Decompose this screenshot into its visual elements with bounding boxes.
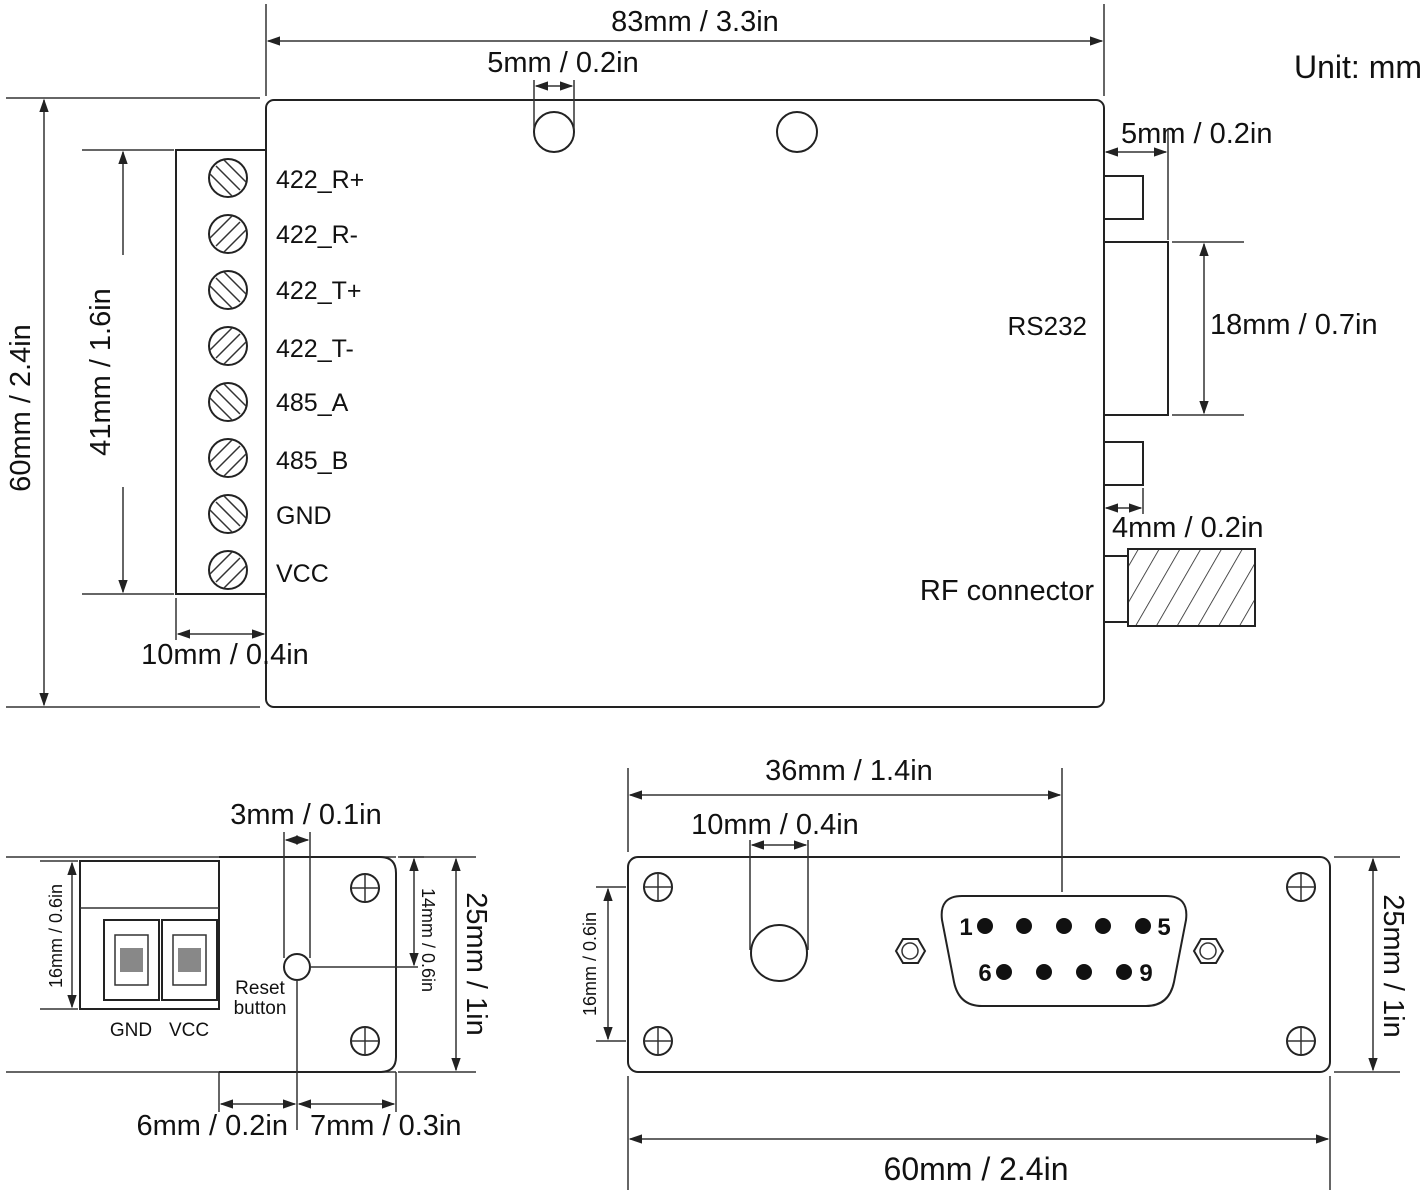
- reset-button: [283, 953, 311, 981]
- right-bottom-label: 4mm / 0.2in: [1112, 512, 1264, 544]
- db9-pin: [977, 918, 993, 934]
- screw-hole-icon: [643, 1026, 673, 1056]
- terminal-height-label: 41mm / 1.6in: [85, 288, 117, 456]
- mounting-hole: [533, 111, 575, 153]
- rf-connector-label: RF connector: [920, 575, 1094, 607]
- label-backdrop: [88, 255, 124, 487]
- screw-hole-icon: [643, 872, 673, 902]
- terminal-gnd-socket: [103, 919, 160, 1001]
- terminal-vcc-contact: [178, 948, 201, 972]
- db9-pin: [1095, 918, 1111, 934]
- screw-terminal: [208, 158, 248, 198]
- screw-hole-icon: [1286, 1026, 1316, 1056]
- top-width-label: 83mm / 3.3in: [611, 6, 779, 38]
- right-hole-label: 10mm / 0.4in: [691, 809, 859, 841]
- top-view: 83mm / 3.3in 5mm / 0.2in 60mm / 2.4in 41…: [2, 4, 1398, 708]
- right-side-width-label: 60mm / 2.4in: [884, 1151, 1069, 1187]
- pin-label: 422_T+: [276, 277, 362, 305]
- db9-pin: [1076, 964, 1092, 980]
- hex-nut-icon: [894, 938, 927, 964]
- rs232-height-label: 18mm / 0.7in: [1210, 309, 1378, 341]
- top-height-label: 60mm / 2.4in: [5, 324, 37, 492]
- screw-terminal: [208, 438, 248, 478]
- rf-connector-base: [1103, 555, 1129, 623]
- offset-label: 36mm / 1.4in: [765, 755, 933, 787]
- terminal-vcc-socket: [161, 919, 218, 1001]
- pin-label: 422_R-: [276, 221, 358, 249]
- screw-terminal: [208, 214, 248, 254]
- terminal-side-height-label: 16mm / 0.6in: [46, 884, 66, 988]
- gnd-label: GND: [110, 1020, 152, 1041]
- right-top-label: 5mm / 0.2in: [1121, 118, 1273, 150]
- pin-label: 485_B: [276, 447, 348, 475]
- db9-pin-5-label: 5: [1157, 914, 1170, 941]
- terminal-gnd-contact: [120, 948, 143, 972]
- top-hole-label: 5mm / 0.2in: [487, 47, 639, 79]
- hole-height-label: 14mm / 0.6in: [418, 888, 438, 992]
- label-backdrop: [680, 812, 870, 840]
- db9-pin: [1116, 964, 1132, 980]
- db9-pin-1-label: 1: [959, 914, 972, 941]
- left-side-view: GND VCC 16mm / 0.6in 3mm / 0.1in Reset b…: [6, 799, 492, 1142]
- bottom-right-label: 7mm / 0.3in: [310, 1110, 462, 1142]
- end-plate: [219, 856, 397, 1073]
- db9-pin: [996, 964, 1012, 980]
- pin-label: VCC: [276, 560, 329, 588]
- db9-pin: [1135, 918, 1151, 934]
- unit-label: Unit: mm: [1294, 49, 1422, 85]
- db9-connector: 1 5 6 9: [894, 895, 1225, 1007]
- pin-label: 422_T-: [276, 335, 354, 363]
- connector-standoff: [1103, 441, 1144, 486]
- connector-standoff: [1103, 175, 1144, 220]
- db9-pin: [1036, 964, 1052, 980]
- screw-terminal: [208, 326, 248, 366]
- screw-terminal: [208, 270, 248, 310]
- label-backdrop: [2, 290, 42, 526]
- screw-terminal: [208, 494, 248, 534]
- hex-nut-icon: [1192, 938, 1225, 964]
- bottom-left-label: 6mm / 0.2in: [137, 1110, 289, 1142]
- vcc-label: VCC: [169, 1020, 209, 1041]
- screw-hole-icon: [1286, 872, 1316, 902]
- end-plate: [627, 856, 1331, 1073]
- terminal-vcc-inner: [172, 934, 207, 986]
- db9-pin-9-label: 9: [1139, 960, 1152, 987]
- reset-label-line-1: Reset: [235, 978, 285, 999]
- pin-label: GND: [276, 502, 332, 530]
- terminal-width-label: 10mm / 0.4in: [141, 639, 309, 671]
- antenna-hole: [750, 924, 808, 982]
- right-side-height-label: 25mm / 1in: [1377, 894, 1409, 1037]
- right-side-view: 36mm / 1.4in 10mm / 0.4in: [580, 755, 1409, 1190]
- db9-pin: [1016, 918, 1032, 934]
- rs232-connector: [1103, 241, 1169, 416]
- reset-label-line-2: button: [234, 998, 287, 1019]
- device-body-outline: [265, 99, 1105, 708]
- pin-label: 422_R+: [276, 166, 364, 194]
- rf-connector: [1127, 548, 1256, 627]
- db9-shell: [940, 895, 1188, 1007]
- db9-pin-6-label: 6: [978, 960, 991, 987]
- mounting-hole: [776, 111, 818, 153]
- terminal-gnd-inner: [114, 934, 149, 986]
- rs232-label: RS232: [1008, 311, 1088, 341]
- reset-width-label: 3mm / 0.1in: [230, 799, 382, 831]
- db9-pin: [1056, 918, 1072, 934]
- screw-terminal: [208, 382, 248, 422]
- inner-height-label: 16mm / 0.6in: [580, 912, 600, 1016]
- left-side-height-label: 25mm / 1in: [460, 892, 492, 1035]
- label-backdrop: [1206, 306, 1398, 342]
- screw-terminal: [208, 550, 248, 590]
- pin-label: 485_A: [276, 389, 349, 417]
- label-backdrop: [598, 4, 792, 36]
